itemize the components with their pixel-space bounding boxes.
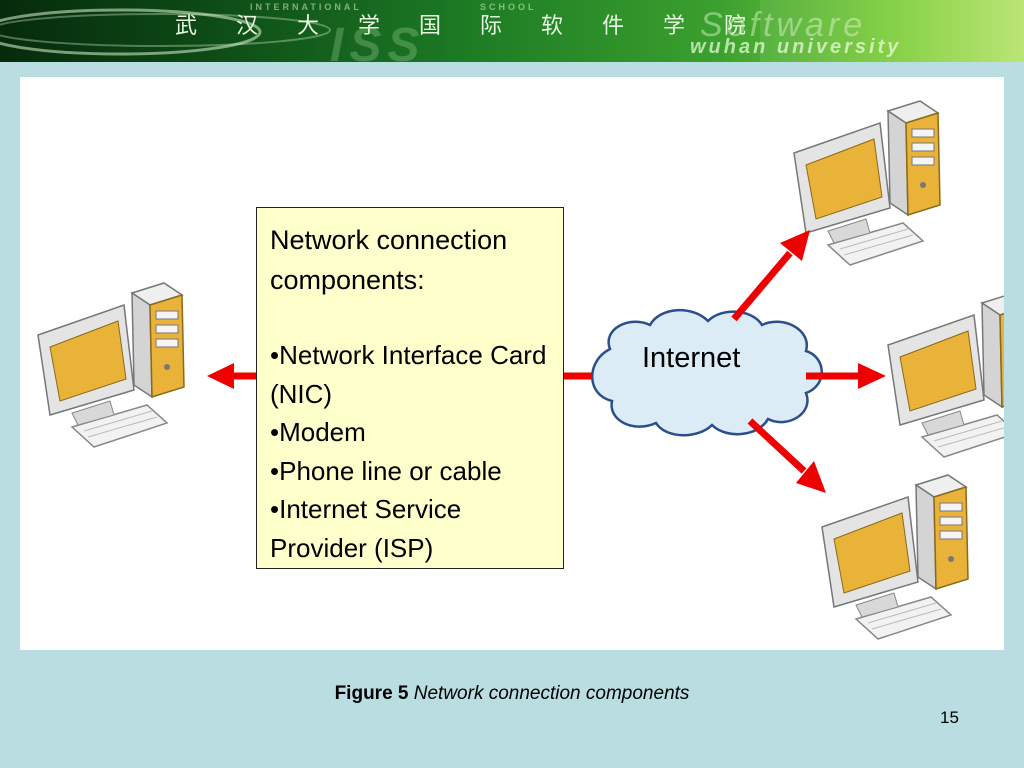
list-item: •Modem [270, 417, 366, 447]
banner-school-text: SCHOOL [480, 2, 537, 12]
textbox-heading-line: components: [270, 265, 425, 295]
list-item: •Phone line or cable [270, 455, 502, 486]
list-item: (NIC) [270, 378, 333, 409]
figure-panel: Internet Network connection components: … [20, 77, 1004, 650]
textbox-heading-line: Network connection [270, 225, 508, 255]
components-list: •Network Interface Card (NIC) •Modem •Ph… [270, 336, 553, 567]
figure-caption: Figure 5 Network connection components [0, 683, 1024, 705]
caption-label: Figure 5 [334, 683, 409, 704]
banner-logo-letters: ISS [330, 19, 426, 62]
desktop-computer-icon [821, 474, 969, 640]
list-item: •Internet Service [270, 494, 462, 524]
page-number: 15 [940, 708, 959, 727]
internet-label: Internet [642, 342, 741, 374]
network-diagram [37, 100, 1004, 640]
banner-swoosh-graphic [0, 0, 1024, 62]
arrow-icon [747, 418, 826, 493]
list-item: Provider (ISP) [270, 532, 434, 563]
arrow-icon [806, 363, 886, 389]
banner-international-text: INTERNATIONAL [250, 2, 362, 12]
banner-software-text: Software [700, 6, 867, 44]
header-banner: ISS INTERNATIONAL SCHOOL Software 武 汉 大 … [0, 0, 1024, 62]
desktop-computer-icon [37, 282, 185, 448]
desktop-computer-icon [887, 292, 1004, 458]
banner-title: 武 汉 大 学 国 际 软 件 学 院 [175, 14, 762, 39]
arrow-icon [207, 363, 256, 389]
textbox-heading: Network connection components: [270, 220, 553, 300]
caption-text: Network connection components [413, 683, 690, 704]
list-item: •Network Interface Card [270, 340, 547, 370]
banner-wuhan-university-text: wuhan university [690, 36, 902, 58]
arrow-icon [731, 230, 810, 322]
desktop-computer-icon [793, 100, 941, 266]
internet-cloud-icon [591, 308, 823, 437]
components-textbox: Network connection components: •Network … [256, 207, 564, 569]
